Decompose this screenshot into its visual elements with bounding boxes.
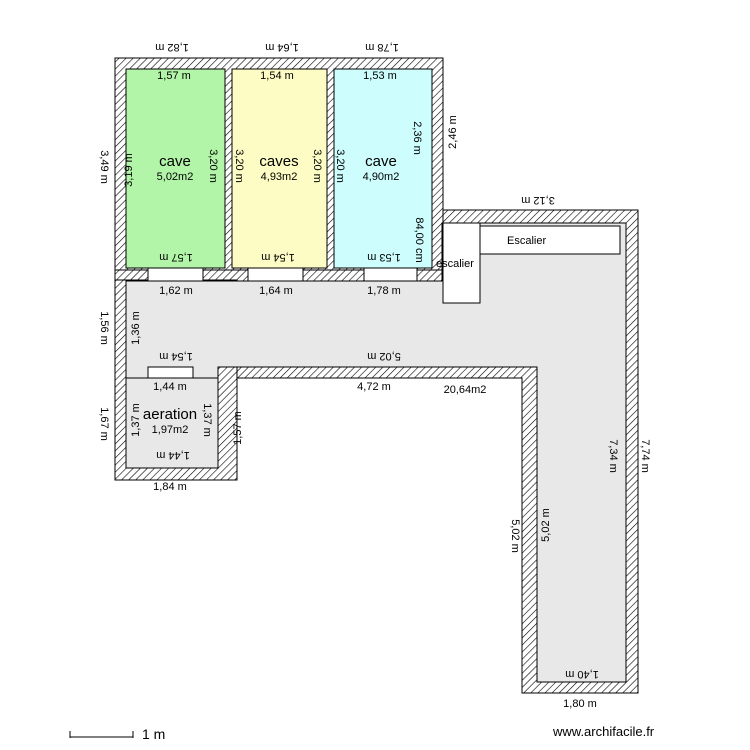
dim-left-mid: 1,56 m xyxy=(98,311,110,345)
dim-aer-out-bot: 1,84 m xyxy=(153,481,187,493)
dim-cor-bot: 5,02 m xyxy=(367,350,401,362)
dim-aer-bot: 1,44 m xyxy=(156,449,190,461)
dim-aer-top: 1,44 m xyxy=(153,381,187,393)
dim-leg-bot-out: 1,80 m xyxy=(563,698,597,710)
dim-aer-right: 1,37 m xyxy=(201,403,213,437)
dim-in-top-1: 1,57 m xyxy=(157,70,191,82)
dim-cor-top-1: 1,62 m xyxy=(159,285,193,297)
caves-name: caves xyxy=(259,153,298,170)
dim-cor-bot-in: 4,72 m xyxy=(357,381,391,393)
aeration-name: aeration xyxy=(143,406,197,423)
door-openings xyxy=(147,267,418,379)
dim-leg-left-out: 5,02 m xyxy=(509,519,521,553)
dim-in-right-1: 3,20 m xyxy=(207,149,219,183)
corridor-area: 20,64m2 xyxy=(444,384,487,396)
caves-room-2 xyxy=(231,68,328,269)
dim-left-aer: 1,67 m xyxy=(98,407,110,441)
escalier-label: Escalier xyxy=(507,235,546,247)
dim-aer-left: 1,37 m xyxy=(130,403,142,437)
dim-right-out: 7,74 m xyxy=(639,439,651,473)
caves-area: 4,93m2 xyxy=(261,171,298,183)
dim-leg-left-in: 5,02 m xyxy=(540,508,552,542)
escalier-small-label: escalier xyxy=(436,258,474,270)
credit-text: www.archifacile.fr xyxy=(553,724,655,739)
dim-stair: 84,00 cm xyxy=(413,217,425,262)
dim-in-bot-2: 1,54 m xyxy=(261,251,295,263)
dim-in-left-2: 3,20 m xyxy=(233,149,245,183)
dim-cor-top-2: 1,64 m xyxy=(259,285,293,297)
dim-top-2: 1,64 m xyxy=(265,41,299,53)
dim-in-top-3: 1,53 m xyxy=(363,70,397,82)
dim-aer-top-rev: 1,54 m xyxy=(159,350,193,362)
dim-aer-right-out: 1,57 m xyxy=(232,411,244,445)
cave-room-1 xyxy=(125,68,226,269)
cave-1-name: cave xyxy=(159,153,191,170)
staircase xyxy=(442,222,621,304)
dim-cor-top-3: 1,78 m xyxy=(367,285,401,297)
dim-in-bot-3: 1,53 m xyxy=(367,251,401,263)
dim-leg-bot-in: 1,40 m xyxy=(565,668,599,680)
dim-right-upper: 2,46 m xyxy=(447,115,459,149)
dim-in-left-3: 3,20 m xyxy=(334,149,346,183)
dim-in-top-2: 1,54 m xyxy=(260,70,294,82)
dim-right-in: 7,34 m xyxy=(607,439,619,473)
cave-3-area: 4,90m2 xyxy=(363,171,400,183)
dim-in-right-3: 2,36 m xyxy=(411,121,423,155)
dim-right-top: 3,12 m xyxy=(521,194,555,206)
dim-left-total: 3,49 m xyxy=(98,150,110,184)
scale-label: 1 m xyxy=(142,726,166,742)
dim-in-right-2: 3,20 m xyxy=(311,149,323,183)
dim-top-1: 1,82 m xyxy=(155,41,189,53)
cave-3-name: cave xyxy=(365,153,397,170)
dim-in-left-1: 3,19 m xyxy=(123,153,135,187)
dim-top-3: 1,78 m xyxy=(365,41,399,53)
aeration-area: 1,97m2 xyxy=(152,424,189,436)
scale-bar xyxy=(69,731,134,738)
dim-in-left-mid: 1,36 m xyxy=(130,311,142,345)
dim-in-bot-1: 1,57 m xyxy=(159,251,193,263)
cave-room-3 xyxy=(333,68,433,269)
cave-1-area: 5,02m2 xyxy=(157,171,194,183)
